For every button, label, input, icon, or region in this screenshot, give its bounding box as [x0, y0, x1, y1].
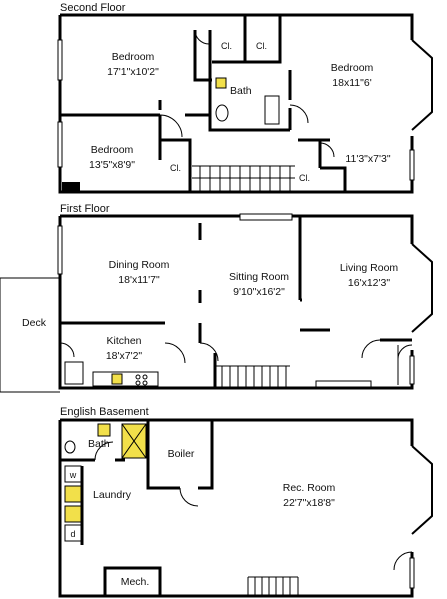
closet-label: Cl. [221, 41, 232, 51]
room-name: Bedroom [112, 51, 155, 63]
closet-label: Cl. [256, 41, 267, 51]
room-name: Bedroom [91, 144, 134, 156]
bay-window [411, 445, 433, 535]
room-size: 18'x7'2" [106, 350, 143, 362]
room-size: 18x11"6' [332, 77, 371, 89]
stairs [247, 576, 299, 596]
dryer-label: d [70, 529, 75, 539]
room-name: Bedroom [331, 62, 374, 74]
chimney [62, 182, 80, 192]
bath-label: Bath [88, 438, 110, 450]
room-size: 22'7"x18'8" [283, 497, 335, 509]
bay-window [411, 39, 433, 131]
interior-walls [60, 216, 412, 388]
windows [409, 557, 415, 589]
exterior-wall [60, 418, 414, 446]
floor-heading-second: Second Floor [60, 2, 126, 14]
room-size: 18'x11'7" [118, 274, 160, 286]
exterior-wall [60, 214, 414, 244]
stairs [192, 165, 295, 192]
fireplace [315, 380, 372, 388]
english-basement: English Basement [58, 406, 433, 598]
bath-label: Bath [230, 85, 252, 97]
laundry-appliances [64, 465, 82, 542]
windows [57, 39, 415, 181]
boiler-label: Boiler [168, 448, 195, 460]
mech-label: Mech. [121, 576, 150, 588]
washer-label: w [69, 470, 77, 480]
bay-window [411, 243, 433, 333]
room-name: Dining Room [109, 259, 170, 271]
room-size: 16'x12'3" [348, 277, 390, 289]
first-floor: First Floor [0, 203, 433, 393]
bath-fixtures [215, 77, 280, 125]
closet-label: Cl. [170, 163, 181, 173]
room-name: Living Room [340, 262, 399, 274]
exterior-wall [58, 420, 414, 598]
room-size: 9'10"x16'2" [233, 286, 285, 298]
bath-fixtures [64, 423, 147, 459]
kitchen-counter [64, 361, 159, 387]
second-floor: Second Floor [57, 2, 433, 194]
windows [57, 225, 415, 385]
laundry-label: Laundry [93, 489, 132, 501]
room-name: Kitchen [106, 335, 141, 347]
closet-label: Cl. [299, 173, 310, 183]
doors [159, 29, 335, 158]
room-size: 17'1"x10'2" [107, 66, 159, 78]
room-name: Rec. Room [283, 482, 336, 494]
doors [59, 339, 413, 385]
interior-walls [60, 15, 347, 192]
exterior-wall [58, 216, 414, 390]
interior-walls [60, 420, 214, 596]
doors [94, 441, 413, 571]
exterior-wall [60, 13, 414, 40]
deck [0, 277, 60, 393]
floor-heading-first: First Floor [60, 203, 110, 215]
fireplace [239, 213, 293, 221]
room-size: 11'3"x7'3" [345, 153, 390, 165]
room-size: 13'5"x8'9" [89, 159, 135, 171]
stairs [215, 365, 290, 388]
deck-label: Deck [22, 317, 47, 329]
floor-heading-basement: English Basement [60, 406, 149, 418]
room-name: Sitting Room [229, 271, 289, 283]
